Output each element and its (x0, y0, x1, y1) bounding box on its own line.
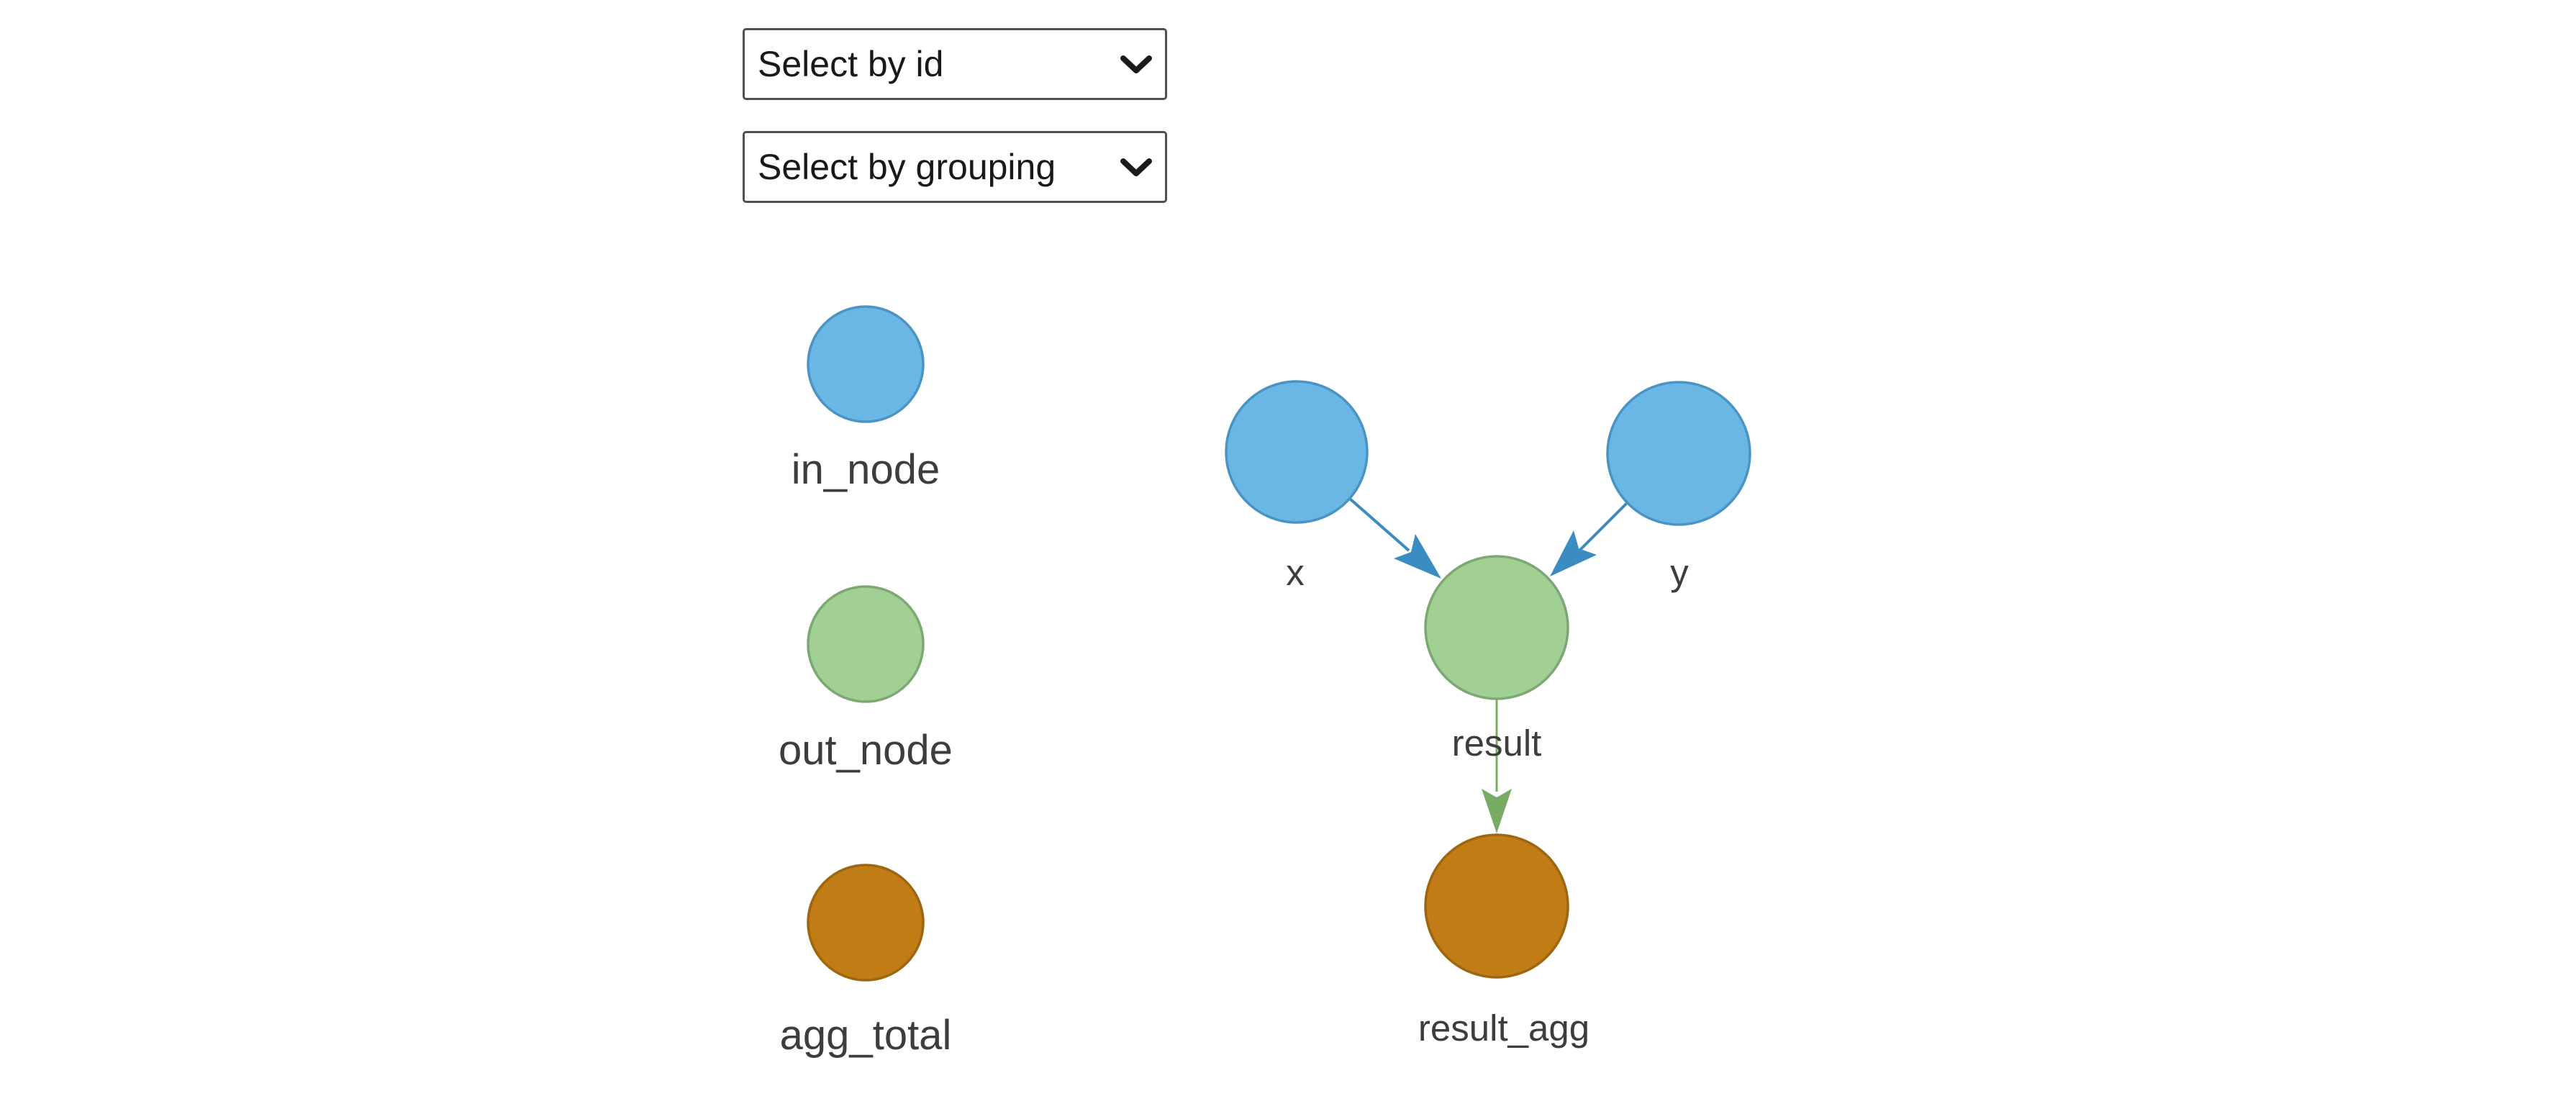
edge-y-result-line (1579, 502, 1628, 551)
edge-y-result (1550, 502, 1628, 576)
legend-label-agg-total: agg_total (780, 1012, 952, 1059)
graph-node-label-result-agg: result_agg (1418, 1008, 1589, 1049)
legend-swatch-out-node (807, 585, 925, 703)
graph-node-label-x: x (1286, 552, 1305, 593)
edge-y-result-arrowhead-icon (1550, 530, 1597, 576)
legend-label-in-node: in_node (792, 446, 940, 493)
edge-result-result-agg-arrowhead-icon (1482, 789, 1512, 833)
edge-x-result (1348, 497, 1441, 579)
graph-edges (1348, 497, 1628, 833)
select-by-grouping-dropdown[interactable]: Select by grouping (743, 131, 1167, 203)
graph-node-x[interactable] (1225, 380, 1369, 524)
graph-node-result[interactable] (1424, 555, 1569, 700)
edge-x-result-arrowhead-icon (1394, 534, 1441, 579)
graph-node-labels: x y result result_agg (1286, 552, 1689, 1049)
edge-x-result-line (1348, 497, 1410, 552)
graph-node-label-y: y (1670, 552, 1689, 593)
legend: in_node out_node agg_total (779, 305, 953, 1059)
edge-result-result-agg (1482, 699, 1512, 833)
legend-swatch-agg-total (807, 864, 925, 982)
graph-node-y[interactable] (1606, 381, 1751, 526)
graph-nodes (1225, 380, 1751, 979)
select-by-id-dropdown[interactable]: Select by id (743, 28, 1167, 100)
graph-node-result-agg[interactable] (1424, 833, 1569, 979)
legend-swatch-in-node (807, 305, 925, 423)
graph-node-label-result: result (1452, 723, 1542, 764)
legend-label-out-node: out_node (779, 727, 953, 774)
